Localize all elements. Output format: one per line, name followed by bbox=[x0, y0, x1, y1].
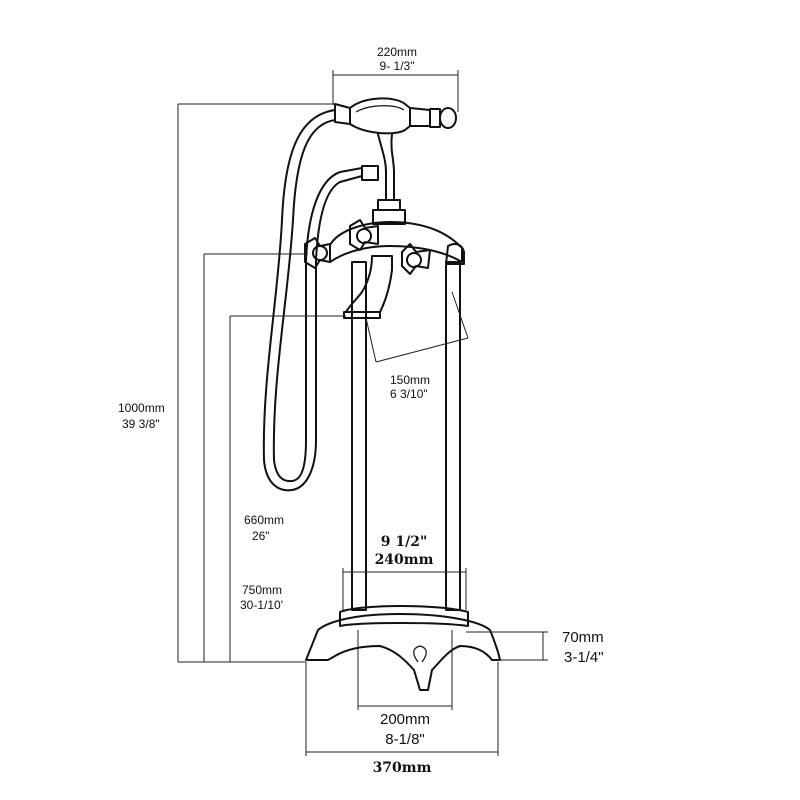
hand-shower bbox=[334, 97, 457, 135]
spout-reach-mm-label: 150mm bbox=[390, 373, 430, 387]
top-width-mm-label: 220mm bbox=[377, 45, 417, 59]
spout-height-in-label: 26" bbox=[252, 529, 270, 543]
dimension-labels: 220mm 9- 1/3" 1000mm 39 3/8" 150mm 6 3/1… bbox=[118, 45, 604, 776]
spout-height-mm-label: 660mm bbox=[244, 513, 284, 527]
shower-hose bbox=[262, 109, 379, 492]
faucet-illustration bbox=[262, 97, 501, 691]
spout-reach-in-label: 6 3/10" bbox=[390, 387, 428, 401]
leg-spacing-mm-label: 240mm bbox=[375, 552, 434, 568]
valve-body bbox=[304, 219, 465, 275]
handle-height-mm-label: 750mm bbox=[242, 583, 282, 597]
top-width-in-label: 9- 1/3" bbox=[380, 59, 415, 73]
total-height-mm-label: 1000mm bbox=[118, 401, 165, 415]
base-height-mm-label: 70mm bbox=[562, 629, 604, 646]
floor-base bbox=[305, 605, 501, 691]
leg-spacing-in-label: 9 1/2" bbox=[381, 534, 428, 550]
floor-risers bbox=[351, 261, 461, 611]
tub-spout bbox=[343, 255, 393, 319]
inner-base-in-label: 8-1/8" bbox=[385, 731, 425, 748]
base-height-in-label: 3-1/4" bbox=[564, 649, 604, 666]
inner-base-mm-label: 200mm bbox=[380, 711, 430, 728]
dimension-lines bbox=[177, 70, 548, 756]
total-height-in-label: 39 3/8" bbox=[122, 417, 160, 431]
outer-base-mm-label: 370mm bbox=[373, 760, 432, 776]
shower-cradle bbox=[372, 133, 406, 225]
handle-height-in-label: 30-1/10' bbox=[240, 598, 283, 612]
